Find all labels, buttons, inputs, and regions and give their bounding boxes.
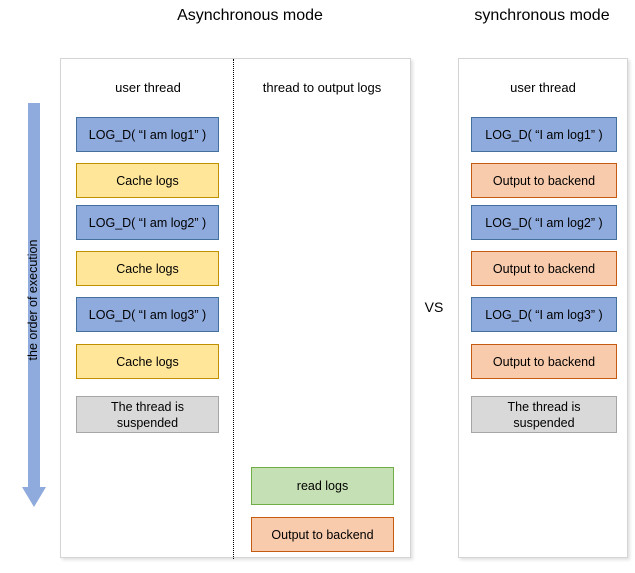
step-box-log-d-3[interactable]: LOG_D( “I am log3” ) xyxy=(76,297,219,332)
thread-divider-line xyxy=(233,59,234,559)
diagram-title-synchronous: synchronous mode xyxy=(474,7,610,24)
sync-step-box-log-d-2[interactable]: LOG_D( “I am log2” ) xyxy=(471,205,617,240)
column-header-output-logs-thread: thread to output logs xyxy=(262,80,382,95)
step-box-log-d-1[interactable]: LOG_D( “I am log1” ) xyxy=(76,117,219,152)
order-arrow-head-icon xyxy=(22,487,46,507)
synchronous-panel: user thread LOG_D( “I am log1” ) Output … xyxy=(458,58,628,558)
step-box-log-d-2[interactable]: LOG_D( “I am log2” ) xyxy=(76,205,219,240)
asynchronous-panel: user thread thread to output logs LOG_D(… xyxy=(60,58,411,559)
diagram-title-asynchronous: Asynchronous mode xyxy=(177,7,323,24)
order-arrow-shaft xyxy=(28,103,40,489)
sync-step-box-log-d-1[interactable]: LOG_D( “I am log1” ) xyxy=(471,117,617,152)
sync-step-box-output-to-backend-2[interactable]: Output to backend xyxy=(471,251,617,286)
sync-step-box-output-to-backend-3[interactable]: Output to backend xyxy=(471,344,617,379)
step-box-cache-logs-3[interactable]: Cache logs xyxy=(76,344,219,379)
versus-label: VS xyxy=(424,299,444,315)
step-box-output-to-backend-async[interactable]: Output to backend xyxy=(251,517,394,552)
step-box-cache-logs-1[interactable]: Cache logs xyxy=(76,163,219,198)
sync-step-box-output-to-backend-1[interactable]: Output to backend xyxy=(471,163,617,198)
column-header-user-thread-sync: user thread xyxy=(510,80,576,95)
step-box-cache-logs-2[interactable]: Cache logs xyxy=(76,251,219,286)
order-of-execution-label: the order of execution xyxy=(26,239,40,361)
column-header-user-thread-async: user thread xyxy=(115,80,181,95)
sync-step-box-log-d-3[interactable]: LOG_D( “I am log3” ) xyxy=(471,297,617,332)
step-box-thread-suspended-async[interactable]: The thread is suspended xyxy=(76,396,219,433)
sync-step-box-thread-suspended[interactable]: The thread is suspended xyxy=(471,396,617,433)
step-box-read-logs[interactable]: read logs xyxy=(251,467,394,505)
